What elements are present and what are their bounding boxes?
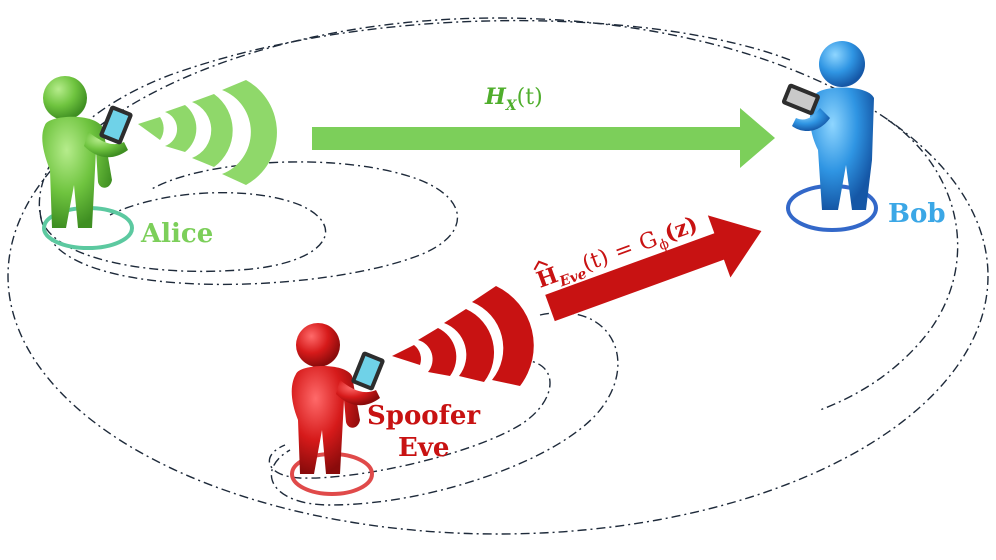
bob-label: Bob [888, 199, 946, 229]
eve-node: Spoofer Eve [290, 323, 489, 496]
eve-person-icon [291, 323, 380, 474]
eve-label-line1: Spoofer [367, 401, 480, 431]
alice-inner-contour [39, 191, 327, 273]
eve-phone-icon [351, 351, 385, 391]
eve-outer-contour [270, 312, 619, 506]
spoof-channel-hat-icon [533, 260, 548, 271]
bob-contour [819, 119, 959, 411]
eve-label-line2: Eve [398, 433, 449, 463]
alice-wifi-icon [138, 80, 277, 185]
outer-coverage-ellipse [7, 17, 989, 535]
alice-phone-icon [99, 105, 133, 145]
bob-phone-icon [781, 83, 820, 116]
spoof-channel-arrow [545, 215, 762, 322]
legit-channel-arrow [312, 108, 775, 168]
legit-channel-argument: (t) [517, 85, 543, 110]
eve-label: Spoofer Eve [367, 401, 489, 463]
legit-channel-symbol: H [484, 84, 507, 110]
alice-outer-contour [38, 19, 791, 286]
legit-channel-subscript: X [505, 98, 518, 114]
bob-node: Bob [781, 41, 946, 232]
eve-inner-contour [268, 359, 551, 479]
legit-channel-label: HX(t) [484, 84, 543, 114]
spoof-channel-hat-symbol: H [533, 262, 561, 294]
propagation-contours [7, 17, 989, 535]
eve-wifi-icon [392, 286, 534, 386]
alice-node: Alice [42, 76, 213, 250]
bob-person-icon [792, 41, 874, 210]
alice-person-icon [42, 76, 128, 228]
spoof-channel-equals: = [611, 236, 637, 266]
alice-label: Alice [140, 219, 213, 249]
